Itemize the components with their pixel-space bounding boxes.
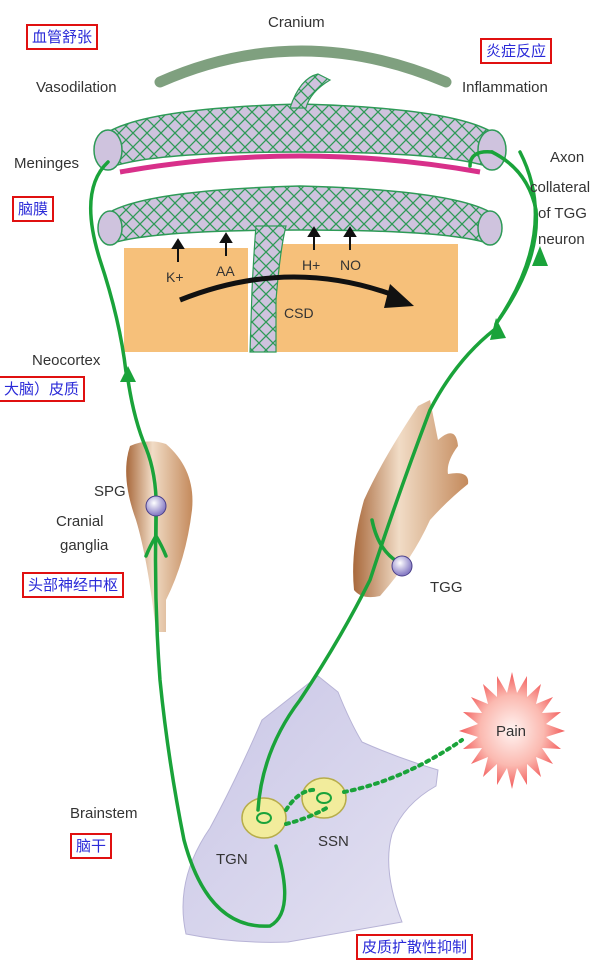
cortex-annotation: 大脑）皮质 [0,376,85,402]
cranium-arc [160,51,446,82]
cortex-block [124,244,458,352]
tgn-nucleus [242,798,286,838]
brainstem-label: Brainstem [70,805,138,822]
vessel-end-right [478,130,506,170]
cranial-label: Cranial [56,513,104,530]
meninges-label: Meninges [14,155,79,172]
ssn-nucleus [302,778,346,818]
spg-cell-body [146,496,166,516]
spg-label: SPG [94,483,126,500]
tgn-label: TGN [216,851,248,868]
tgg-label: TGG [430,579,463,596]
axon-label-2: collateral [530,179,590,196]
csd-annotation: 皮质扩散性抑制 [356,934,473,960]
upper-vessel-branch [290,74,330,108]
aa-label: AA [216,263,235,279]
cranium-label: Cranium [268,14,325,31]
ganglia-label: ganglia [60,537,109,554]
tgg-cell-body [392,556,412,576]
csd-label: CSD [284,305,314,321]
axon-label-1: Axon [550,149,584,166]
inner-vessel-end-left [98,211,122,245]
h-plus-label: H+ [302,257,320,273]
inflamed-vessel-lining [120,156,480,172]
inflammation-label: Inflammation [462,79,548,96]
axon-label-4: neuron [538,231,585,248]
k-plus-label: K+ [166,269,184,285]
meninges-annotation: 脑膜 [12,196,54,222]
neocortex-arrow [120,366,136,382]
vasodilation-annotation: 血管舒张 [26,24,98,50]
spg-ganglion [126,441,192,632]
pain-label: Pain [496,723,526,740]
cranial-ganglia-annotation: 头部神经中枢 [22,572,124,598]
inner-vessel-end-right [478,211,502,245]
vasodilation-label: Vasodilation [36,79,117,96]
no-label: NO [340,257,361,273]
inflammation-annotation: 炎症反应 [480,38,552,64]
brainstem-annotation: 脑干 [70,833,112,859]
ssn-label: SSN [318,833,349,850]
axon-label-3: of TGG [538,205,587,222]
inner-meningeal-vessel [110,186,490,244]
neocortex-label: Neocortex [32,352,101,369]
